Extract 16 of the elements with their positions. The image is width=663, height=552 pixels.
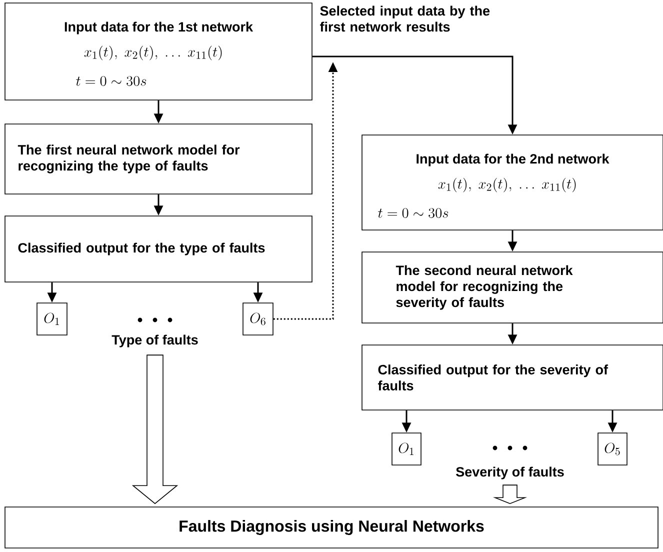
process-box: Classified output for the severity of faults <box>362 344 663 410</box>
block-arrow <box>132 354 178 504</box>
input-box: Input data for the 1st network $x_1(t),\; x_2(t),\; \ldots\; x_{11}(t)$ $t = 0 \sim 30s$ <box>4 2 312 100</box>
process-box: The second neural network model for recognizing the severity of faults <box>362 252 663 324</box>
output-box: $O_5$ <box>598 432 628 466</box>
output-box: $O_1$ <box>392 432 422 466</box>
edge-label: Selected input data by the first network results <box>320 6 490 32</box>
category-label: Type of faults <box>112 334 198 348</box>
category-label: Severity of faults <box>456 466 564 480</box>
input-box: Input data for the 2nd network $x_1(t),\; x_2(t),\; \ldots\; x_{11}(t)$ $t = 0 \sim 30s$ <box>362 134 663 230</box>
process-box: The first neural network model for recognizing the type of faults <box>4 124 312 194</box>
output-box: $O_6$ <box>242 302 274 336</box>
process-box: Classified output for the type of faults <box>4 216 312 282</box>
result-box: Faults Diagnosis using Neural Networks <box>4 506 658 548</box>
block-arrow <box>492 484 528 504</box>
output-box: $O_1$ <box>36 302 68 336</box>
